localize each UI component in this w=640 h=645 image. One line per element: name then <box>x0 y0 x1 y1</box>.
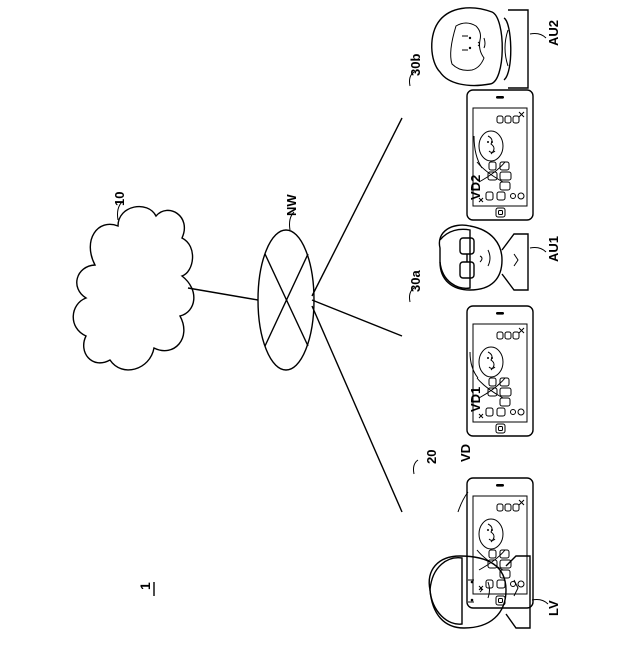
terminal-20-label: 20 <box>424 450 439 464</box>
link-network-20 <box>312 306 402 512</box>
vd2-label: VD2 <box>468 175 483 200</box>
vd1-label: VD1 <box>468 387 483 412</box>
network-node <box>258 230 314 370</box>
link-network-30b <box>312 118 402 296</box>
terminal-20-leader <box>414 460 419 474</box>
terminal-20 <box>467 478 533 608</box>
person-au2 <box>432 8 528 88</box>
person-lv <box>429 556 530 628</box>
au2-label: AU2 <box>546 20 561 46</box>
cloud-server <box>73 207 194 370</box>
au1-leader <box>530 248 546 253</box>
network-label: NW <box>284 194 299 216</box>
lv-label: LV <box>546 600 561 616</box>
vd1-leader <box>470 352 478 378</box>
terminal-30a <box>467 306 533 436</box>
link-cloud-network <box>188 288 258 300</box>
link-network-30a <box>312 300 402 336</box>
au1-label: AU1 <box>546 236 561 262</box>
person-au1 <box>439 225 528 290</box>
system-label: 1 <box>137 582 153 590</box>
vd-label: VD <box>458 444 473 462</box>
terminal-30b-label: 30b <box>408 54 423 76</box>
terminal-30a-label: 30a <box>408 270 423 292</box>
cloud-label: 10 <box>112 192 127 206</box>
au2-leader <box>530 34 546 39</box>
